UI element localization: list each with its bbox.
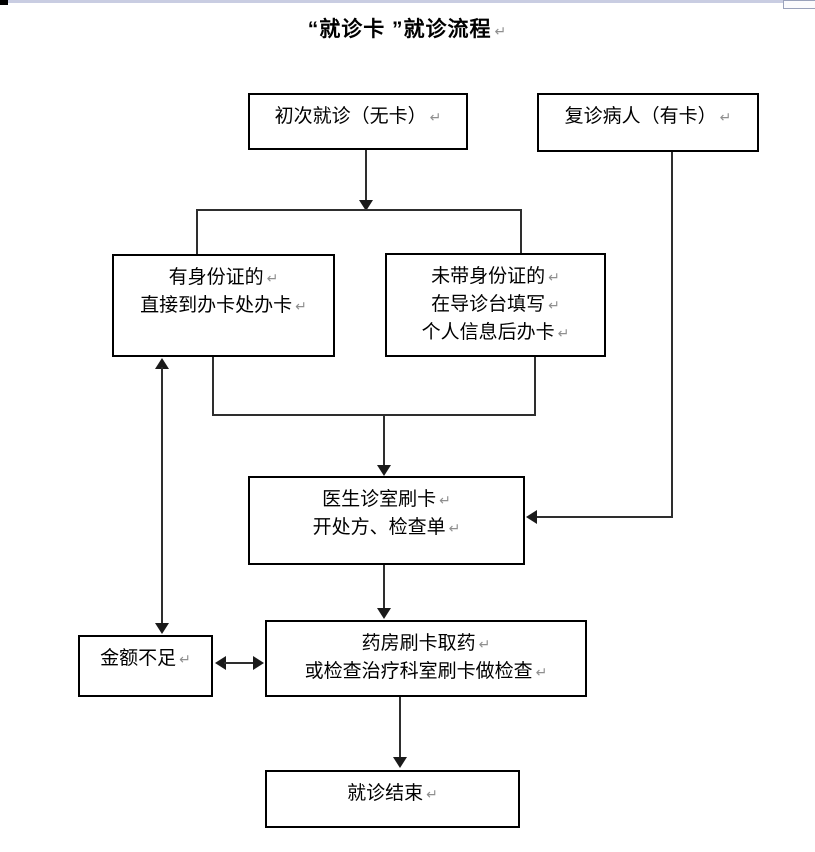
arrowhead-down-icon — [377, 608, 391, 619]
paragraph-mark-icon: ↵ — [535, 664, 548, 680]
paragraph-mark-icon: ↵ — [426, 786, 438, 802]
page-title: “就诊卡 ”就诊流程↵ — [0, 13, 815, 43]
connector-line — [671, 152, 673, 518]
arrowhead-down-icon — [377, 465, 391, 476]
box-text-line: 或检查治疗科室刷卡做检查↵ — [267, 658, 585, 686]
box-text: 开处方、检查单 — [312, 517, 446, 538]
flowchart-box-without-id[interactable]: 未带身份证的↵ 在导诊台填写↵ 个人信息后办卡↵ — [385, 253, 606, 357]
box-text-line: 就诊结束↵ — [267, 772, 518, 808]
flowchart-box-pharmacy[interactable]: 药房刷卡取药↵ 或检查治疗科室刷卡做检查↵ — [265, 620, 587, 697]
connector-line — [365, 150, 367, 202]
box-text-line: 个人信息后办卡↵ — [387, 319, 604, 347]
box-text-line: 直接到办卡处办卡↵ — [114, 292, 333, 320]
box-text: 在导诊台填写 — [431, 294, 546, 315]
flowchart-box-visit-end[interactable]: 就诊结束↵ — [265, 770, 520, 828]
paragraph-mark-icon: ↵ — [494, 23, 508, 39]
connector-line — [534, 357, 536, 416]
paragraph-mark-icon: ↵ — [295, 298, 307, 314]
box-text-line: 开处方、检查单↵ — [250, 514, 523, 542]
box-text-line: 在导诊台填写↵ — [387, 291, 604, 319]
arrowhead-up-icon — [155, 358, 169, 369]
paragraph-mark-icon: ↵ — [557, 325, 570, 341]
connector-line — [161, 367, 163, 625]
connector-line — [196, 209, 198, 254]
box-text: 药房刷卡取药 — [361, 633, 476, 654]
box-text: 初次就诊（无卡） — [274, 106, 427, 127]
paragraph-mark-icon: ↵ — [478, 636, 491, 652]
paragraph-mark-icon: ↵ — [548, 297, 560, 313]
flowchart-box-return-patient[interactable]: 复诊病人（有卡）↵ — [537, 93, 759, 152]
box-text: 个人信息后办卡 — [421, 322, 555, 343]
box-text: 未带身份证的 — [431, 266, 546, 287]
box-text: 或检查治疗科室刷卡做检查 — [304, 661, 533, 682]
paragraph-mark-icon: ↵ — [719, 109, 732, 125]
box-text: 有身份证的 — [168, 267, 264, 288]
arrowhead-down-icon — [359, 200, 373, 211]
flowchart-box-insufficient-funds[interactable]: 金额不足↵ — [78, 635, 213, 697]
flowchart-box-doctor-room[interactable]: 医生诊室刷卡↵ 开处方、检查单↵ — [248, 476, 525, 565]
box-text: 复诊病人（有卡） — [564, 106, 717, 127]
paragraph-mark-icon: ↵ — [548, 269, 560, 285]
paragraph-mark-icon: ↵ — [179, 651, 191, 667]
box-text: 医生诊室刷卡 — [322, 489, 437, 510]
arrowhead-down-icon — [155, 623, 169, 634]
connector-line — [224, 662, 255, 664]
connector-line — [520, 209, 522, 253]
box-text-line: 未带身份证的↵ — [387, 255, 604, 291]
scrollbar-fragment[interactable] — [783, 0, 815, 9]
connector-line — [399, 697, 401, 759]
arrowhead-down-icon — [393, 757, 407, 768]
page-title-text: “就诊卡 ”就诊流程 — [307, 18, 492, 41]
connector-line — [212, 357, 214, 416]
box-text-line: 复诊病人（有卡）↵ — [539, 95, 757, 131]
box-text-line: 初次就诊（无卡）↵ — [250, 95, 466, 131]
connector-line — [196, 209, 522, 211]
paragraph-mark-icon: ↵ — [266, 270, 279, 286]
box-text: 就诊结束 — [347, 783, 424, 804]
box-text-line: 有身份证的↵ — [114, 256, 333, 292]
connector-line — [212, 414, 536, 416]
arrowhead-left-icon — [526, 510, 537, 524]
paragraph-mark-icon: ↵ — [448, 520, 461, 536]
paragraph-mark-icon: ↵ — [439, 492, 451, 508]
box-text: 直接到办卡处办卡 — [140, 295, 293, 316]
top-left-marker — [0, 0, 8, 5]
box-text-line: 药房刷卡取药↵ — [267, 622, 585, 658]
arrowhead-right-icon — [253, 656, 264, 670]
connector-line — [383, 414, 385, 466]
flowchart-box-with-id[interactable]: 有身份证的↵ 直接到办卡处办卡↵ — [112, 254, 335, 357]
window-top-border — [0, 0, 815, 3]
arrowhead-left-icon — [215, 656, 226, 670]
box-text-line: 医生诊室刷卡↵ — [250, 478, 523, 514]
box-text: 金额不足 — [100, 648, 177, 669]
connector-line — [535, 516, 673, 518]
box-text-line: 金额不足↵ — [80, 637, 211, 673]
flowchart-box-first-visit[interactable]: 初次就诊（无卡）↵ — [248, 93, 468, 150]
paragraph-mark-icon: ↵ — [429, 109, 442, 125]
connector-line — [383, 565, 385, 610]
